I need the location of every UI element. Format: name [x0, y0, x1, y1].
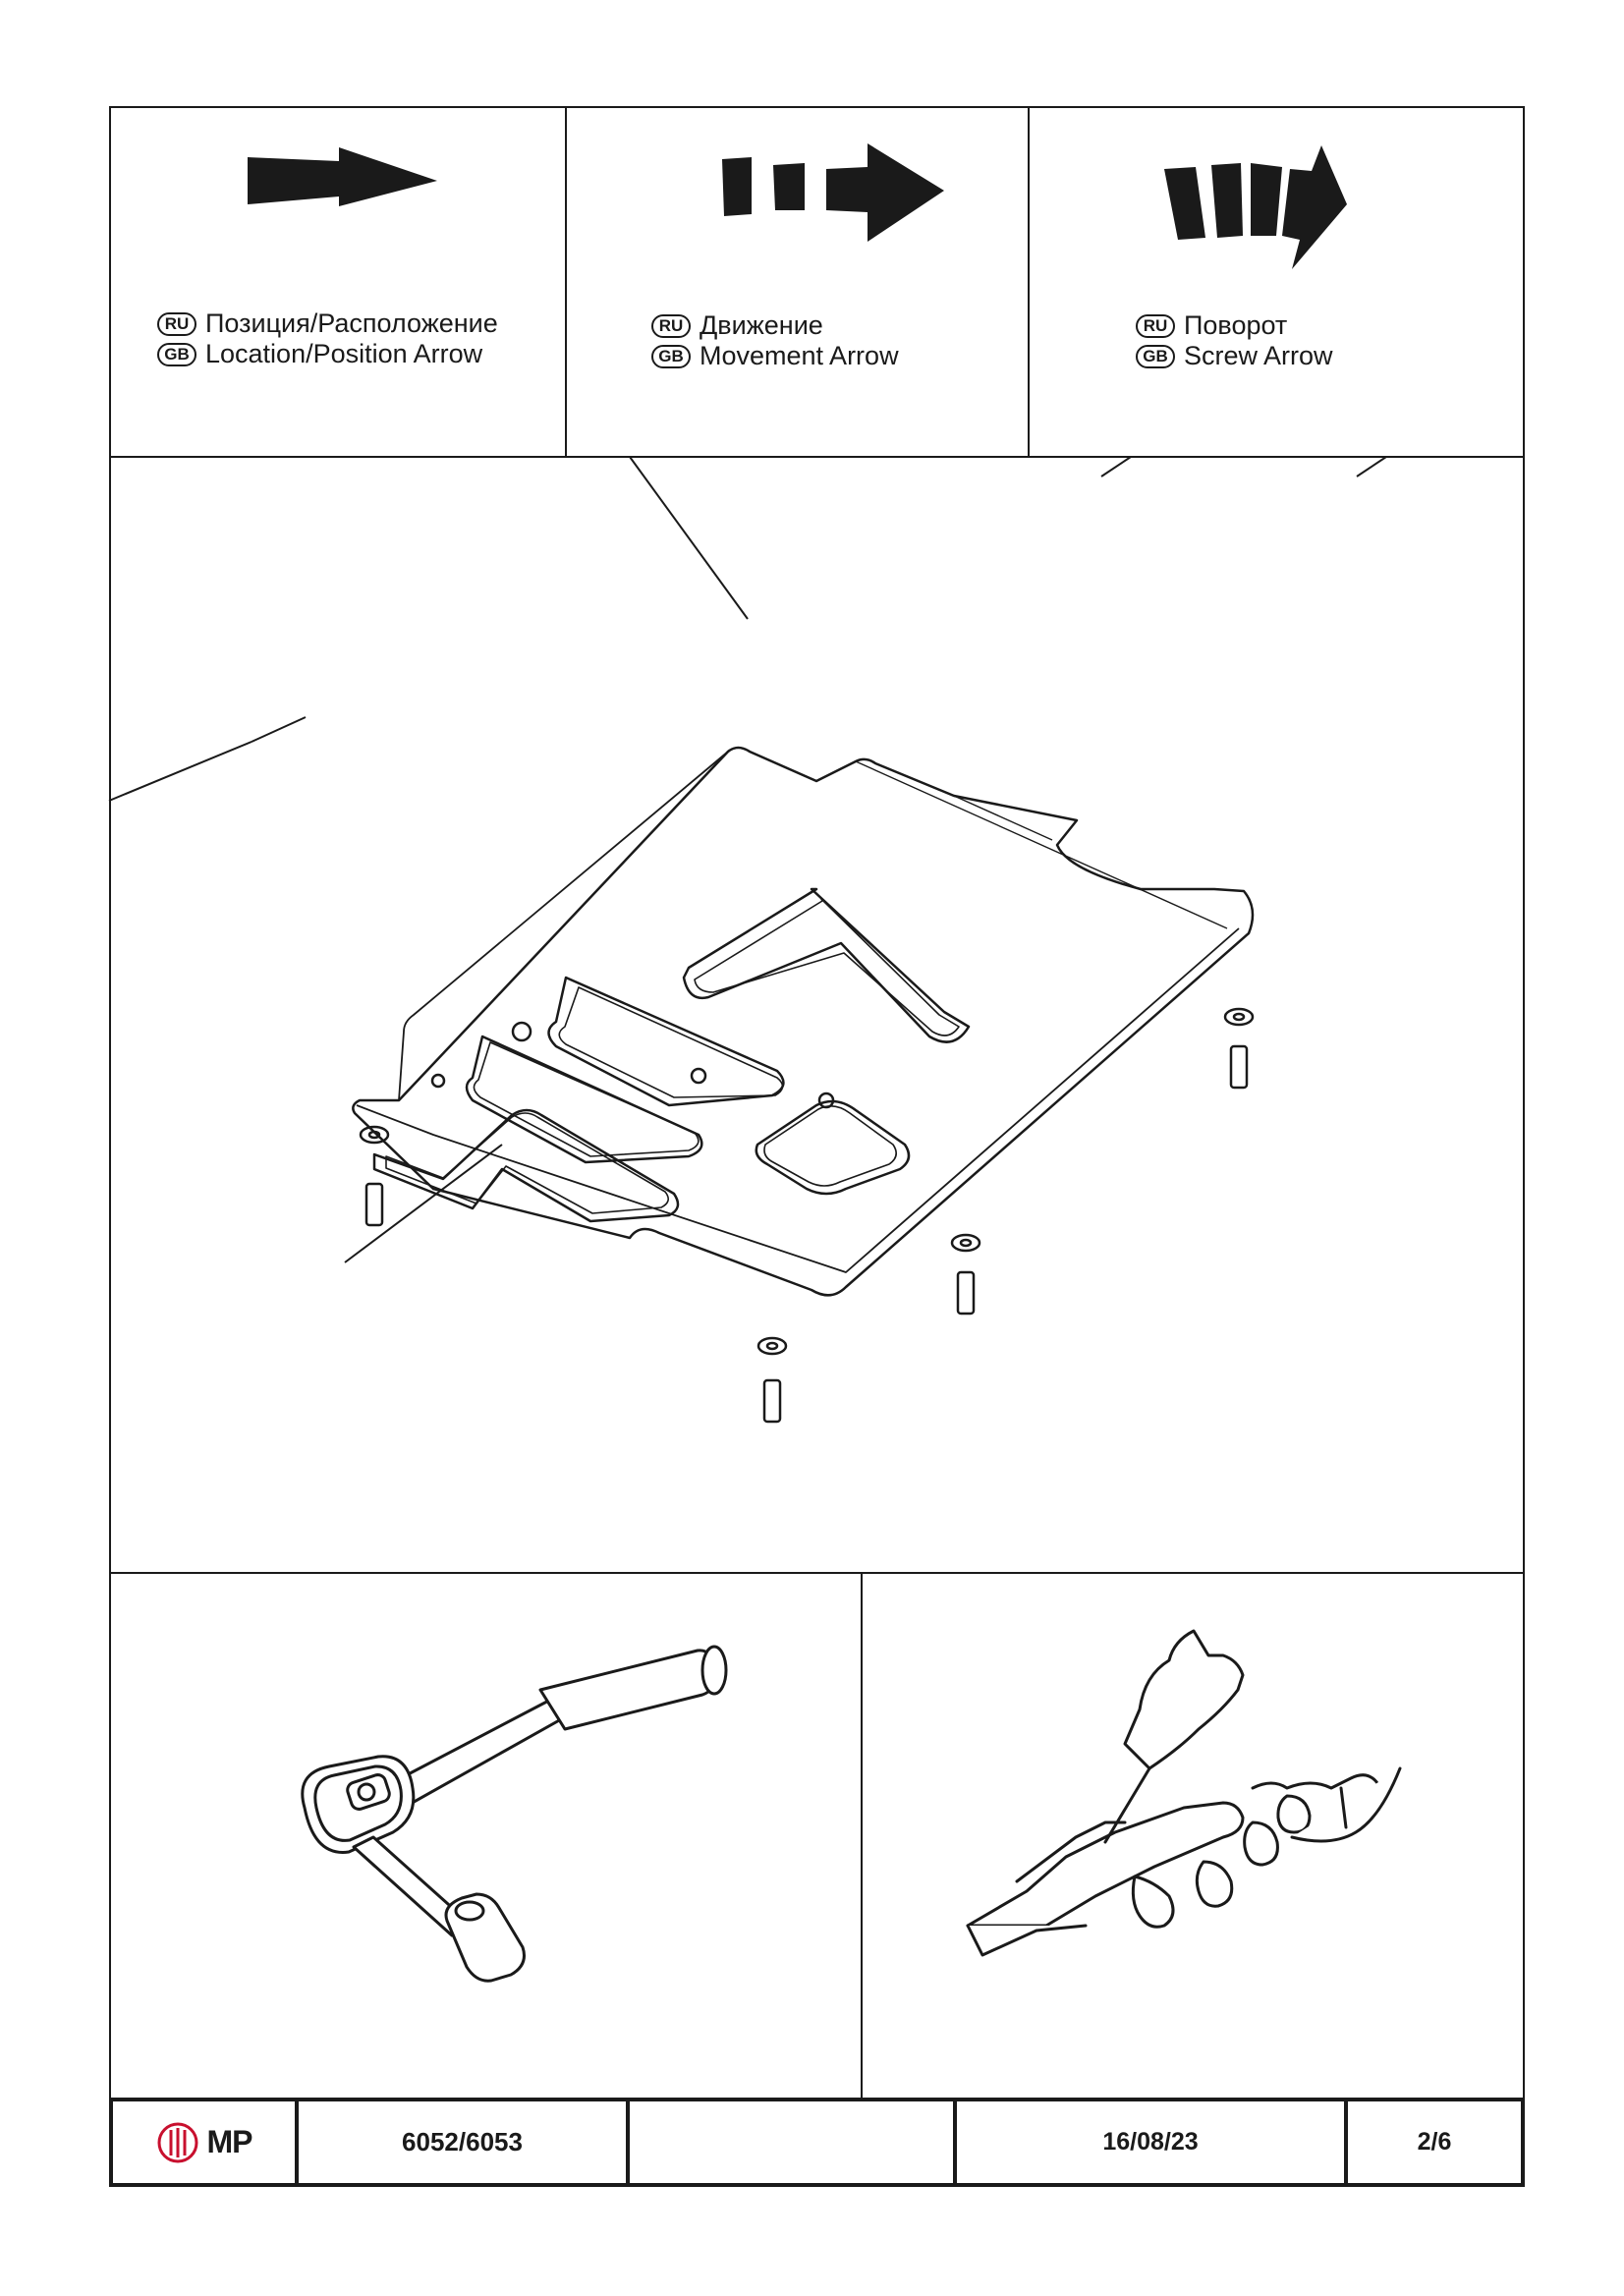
divider-diagram — [109, 1572, 1525, 1574]
mp-logo-icon — [157, 2122, 197, 2162]
bolt-front-left — [756, 1336, 788, 1424]
gb-badge: GB — [157, 342, 196, 366]
part-number: 6052/6053 — [402, 2127, 523, 2156]
legend-movement: RU Движение GB Movement Arrow — [651, 310, 899, 371]
gb-badge: GB — [651, 344, 691, 368]
ru-badge: RU — [651, 313, 691, 338]
ratchet-wrench-icon — [301, 1645, 728, 1983]
gb-badge: GB — [1136, 344, 1175, 368]
logo-text: MP — [206, 2124, 253, 2159]
side-cutters-icon — [966, 1629, 1402, 1957]
slot-small — [755, 1099, 911, 1196]
skid-plate-inner-edge — [398, 751, 729, 1101]
legend-gb-text: Location/Position Arrow — [205, 339, 483, 368]
divider-tools — [861, 1572, 863, 2099]
logo: MP — [113, 2101, 295, 2183]
footer-bar: MP 6052/6053 16/08/23 2/6 — [109, 2098, 1525, 2187]
page-number: 2/6 — [1417, 2128, 1452, 2156]
slot-l-top — [682, 887, 971, 1043]
location-arrow-icon — [248, 147, 437, 206]
slot-long-2-inner — [473, 1041, 700, 1157]
skid-plate-front-lip — [356, 927, 1240, 1273]
legend-ru-text: Движение — [700, 310, 823, 340]
bolt-left — [359, 1125, 390, 1227]
bolt-front-right — [950, 1233, 981, 1316]
slot-l-bottom — [372, 1108, 680, 1223]
slot-long-2 — [465, 1035, 703, 1164]
legend-gb-text: Movement Arrow — [700, 341, 899, 370]
divider-legend-1 — [565, 106, 567, 457]
slot-long-1 — [547, 976, 785, 1107]
legend-screw: RU Поворот GB Screw Arrow — [1136, 310, 1333, 371]
skid-plate-diagram — [108, 456, 1387, 1424]
date: 16/08/23 — [1102, 2128, 1199, 2156]
blank-field — [630, 2101, 953, 2183]
legend-ru-text: Позиция/Расположение — [205, 308, 498, 338]
divider-legend-2 — [1028, 106, 1030, 457]
ru-badge: RU — [1136, 313, 1175, 338]
legend-gb-text: Screw Arrow — [1184, 341, 1333, 370]
legend-ru-text: Поворот — [1184, 310, 1288, 340]
bolt-right — [1223, 1007, 1255, 1090]
divider-legend — [109, 456, 1525, 458]
slot-long-1-inner — [558, 986, 784, 1098]
legend-location: RU Позиция/Расположение GB Location/Positi… — [157, 308, 498, 369]
ru-badge: RU — [157, 311, 196, 336]
movement-arrow-icon — [722, 143, 944, 242]
screw-arrow-icon — [1164, 145, 1347, 269]
